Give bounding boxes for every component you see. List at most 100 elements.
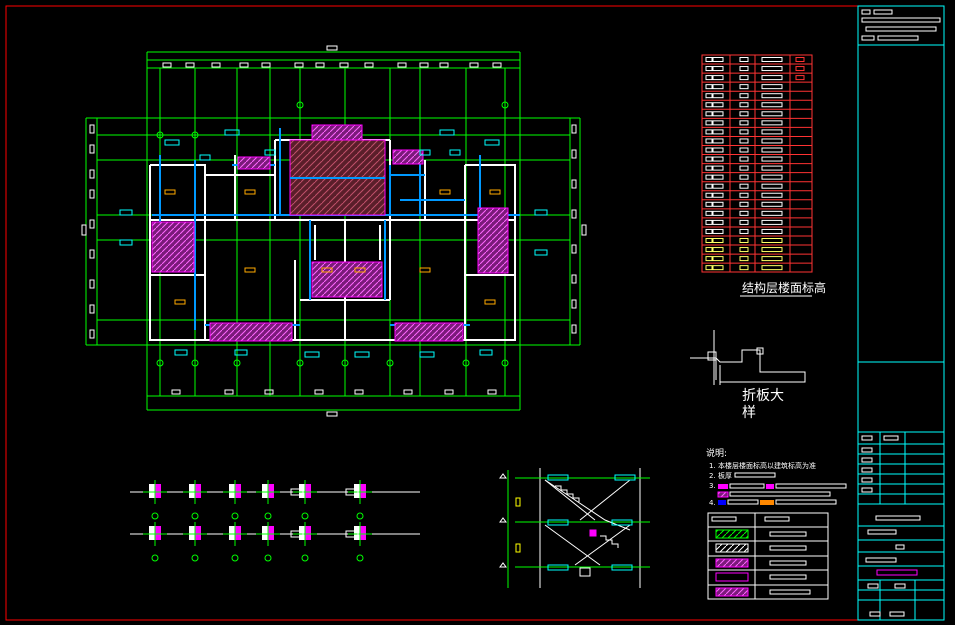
- table-cell-glyph: [712, 156, 724, 162]
- wall-junction-part: [301, 512, 309, 520]
- wall-detail-set: [143, 480, 372, 562]
- floor-plan: [81, 45, 587, 417]
- table-cell-glyph: [705, 165, 713, 171]
- wall-junction-part: [189, 526, 195, 540]
- folded-plate-detail: [690, 330, 806, 385]
- table-cell-glyph: [761, 111, 783, 117]
- table-cell-glyph: [712, 201, 724, 207]
- table-cell-glyph: [705, 93, 713, 99]
- table-cell-glyph: [712, 102, 724, 108]
- table-cell-glyph: [739, 256, 749, 262]
- wall-junction-detail: [183, 480, 207, 520]
- wall-junction-part: [356, 554, 364, 562]
- wall-junction-part: [268, 484, 274, 498]
- table-cell-glyph: [712, 256, 724, 262]
- wall-junction-part: [301, 554, 309, 562]
- wall-junction-part: [360, 484, 366, 498]
- legend-swatch-magenta-outline: [715, 572, 749, 582]
- table-cell-glyph: [705, 219, 713, 225]
- table-cell-glyph: [705, 247, 713, 253]
- wall-junction-part: [151, 554, 159, 562]
- wall-junction-part: [229, 484, 235, 498]
- table-cell-glyph: [761, 192, 783, 198]
- table-cell-glyph: [761, 183, 783, 189]
- table-cell-glyph: [705, 75, 713, 81]
- wall-junction-part: [264, 554, 272, 562]
- table-cell-glyph: [705, 201, 713, 207]
- dimension-text-top: [162, 45, 502, 417]
- wall-junction-part: [191, 512, 199, 520]
- table-cell-glyph: [705, 265, 713, 271]
- detail-title-line2: 样: [742, 405, 756, 421]
- wall-junction-part: [299, 526, 305, 540]
- notes-line-2: 板厚: [718, 471, 732, 480]
- table-cell-glyph: [739, 84, 749, 90]
- table-cell-glyph: [761, 219, 783, 225]
- stair-section: [499, 468, 650, 588]
- table-cell-glyph: [761, 201, 783, 207]
- table-cell-glyph: [705, 120, 713, 126]
- wall-junction-part: [195, 526, 201, 540]
- table-cell-glyph: [739, 138, 749, 144]
- elevation-table-title: 结构层楼面标高: [742, 280, 826, 295]
- wall-junction-part: [151, 512, 159, 520]
- table-cell-glyph: [739, 183, 749, 189]
- table-cell-glyph: [761, 120, 783, 126]
- table-cell-glyph: [739, 228, 749, 234]
- table-cell-glyph: [705, 228, 713, 234]
- table-cell-glyph: [705, 174, 713, 180]
- table-cell-glyph: [712, 247, 724, 253]
- wall-junction-part: [268, 526, 274, 540]
- table-cell-glyph: [739, 174, 749, 180]
- table-cell-glyph: [761, 165, 783, 171]
- wall-detail-guides: [130, 491, 420, 535]
- wall-junction-part: [262, 526, 268, 540]
- table-cell-glyph: [712, 238, 724, 243]
- notes-marker-1: 1.: [709, 462, 716, 470]
- table-cell-glyph: [712, 138, 724, 144]
- notes-marker-2: 2.: [709, 472, 716, 480]
- title-block: [857, 5, 945, 621]
- table-cell-glyph: [705, 238, 713, 243]
- table-cell-glyph: [739, 57, 749, 62]
- table-cell-glyph: [761, 66, 783, 72]
- wall-junction-part: [235, 526, 241, 540]
- table-cell-glyph: [739, 165, 749, 171]
- table-cell-glyph: [705, 192, 713, 198]
- table-cell-glyph: [761, 210, 783, 216]
- table-cell-glyph: [712, 111, 724, 117]
- wall-junction-part: [345, 488, 359, 496]
- table-cell-glyph: [795, 57, 805, 62]
- wall-junction-part: [229, 526, 235, 540]
- table-cell-glyph: [705, 111, 713, 117]
- table-cell-glyph: [712, 66, 724, 72]
- wall-junction-part: [354, 484, 360, 498]
- wall-junction-part: [155, 526, 161, 540]
- table-cell-glyph: [761, 265, 783, 271]
- wall-junction-part: [191, 554, 199, 562]
- legend-swatch-green: [715, 529, 749, 539]
- wall-junction-part: [305, 484, 311, 498]
- wall-junction-part: [195, 484, 201, 498]
- wall-junction-part: [235, 484, 241, 498]
- table-cell-glyph: [739, 219, 749, 225]
- room-tags: [164, 189, 501, 305]
- wall-junction-part: [149, 526, 155, 540]
- table-cell-glyph: [795, 66, 805, 72]
- table-cell-glyph: [739, 210, 749, 216]
- wall-junction-detail: [223, 522, 247, 562]
- table-cell-glyph: [739, 201, 749, 207]
- wall-junction-part: [345, 530, 359, 538]
- magenta-slab-top: [311, 124, 363, 141]
- table-cell-glyph: [705, 66, 713, 72]
- table-cell-glyph: [705, 156, 713, 162]
- table-cell-glyph: [761, 84, 783, 90]
- table-cell-glyph: [761, 247, 783, 253]
- table-cell-glyph: [705, 210, 713, 216]
- table-cell-glyph: [712, 210, 724, 216]
- title-block-labels: [861, 9, 941, 617]
- table-cell-glyph: [739, 66, 749, 72]
- table-cell-glyph: [739, 129, 749, 135]
- wall-junction-detail: [183, 522, 207, 562]
